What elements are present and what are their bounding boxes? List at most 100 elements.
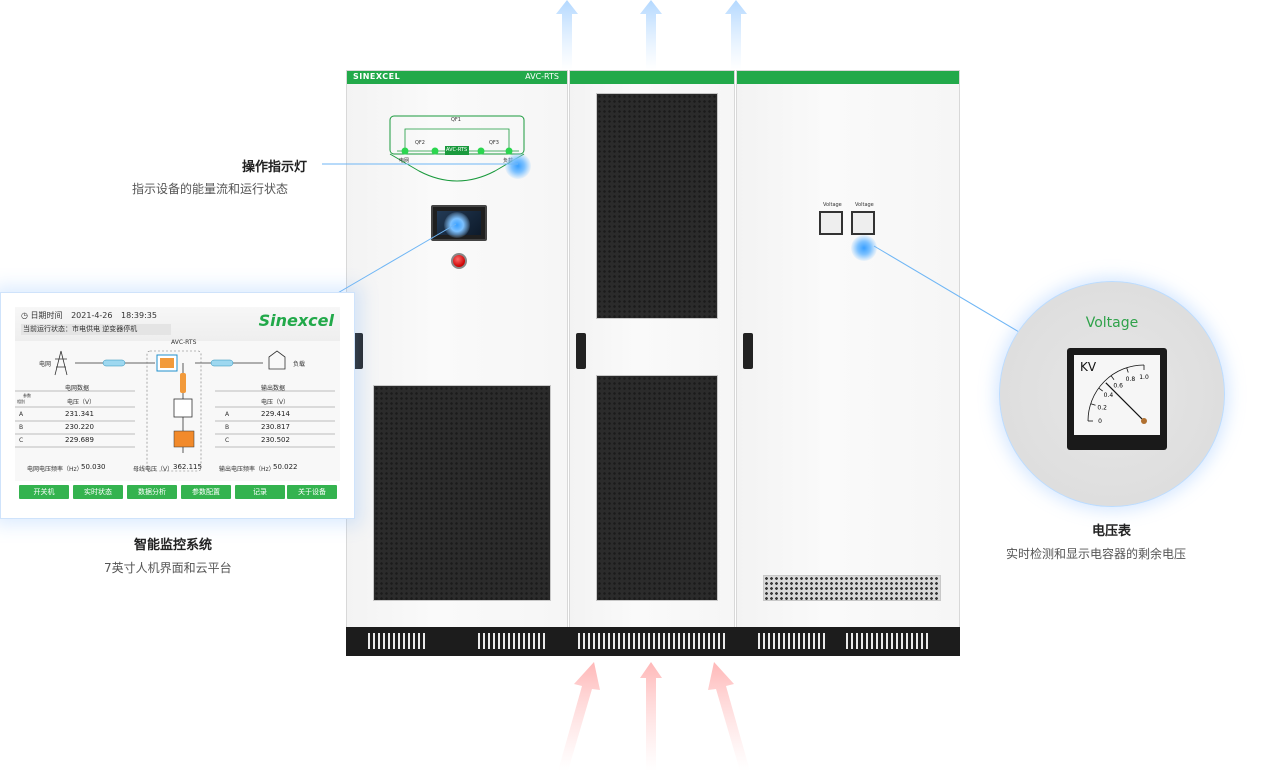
hmi-grid-voltage-header: 电压（V） bbox=[67, 399, 96, 406]
hmi-grid-voltage-b: 230.220 bbox=[65, 423, 94, 431]
mimic-qf3: QF3 bbox=[489, 140, 499, 146]
indicator-light-glow bbox=[505, 153, 531, 179]
hmi-bus-voltage-label: 母线电压（V） bbox=[133, 466, 174, 473]
middle-door-topbar bbox=[570, 71, 734, 84]
mimic-qf2: QF2 bbox=[415, 140, 425, 146]
monitor-callout-title: 智能监控系统 bbox=[134, 538, 213, 553]
hmi-output-voltage-b: 230.817 bbox=[261, 423, 290, 431]
mimic-diagram: QF1 QF2 QF3 AVC-RTS 电网 负载 bbox=[389, 115, 525, 191]
hmi-time: 18:39:35 bbox=[121, 311, 157, 320]
monitor-callout-desc: 7英寸人机界面和云平台 bbox=[104, 561, 232, 575]
hmi-output-voltage-header: 电压（V） bbox=[261, 399, 290, 406]
airflow-out-arrow-3 bbox=[725, 0, 747, 70]
voltmeter-a-label: Voltage bbox=[823, 202, 842, 208]
hmi-center-label: AVC-RTS bbox=[171, 339, 197, 346]
hmi-bus-voltage: 362.115 bbox=[173, 463, 202, 471]
middle-door-handle[interactable] bbox=[576, 333, 586, 369]
mimic-center: AVC-RTS bbox=[446, 147, 468, 153]
hmi-power-button[interactable]: 开关机 bbox=[19, 485, 69, 499]
hmi-button-bar: 开关机 实时状态 数据分析 参数配置 记录 关于设备 bbox=[19, 485, 337, 499]
hmi-phase-label: 相别 bbox=[17, 399, 25, 404]
mimic-diagram-lines bbox=[389, 115, 525, 182]
right-door-grille bbox=[763, 575, 941, 601]
right-door: Voltage Voltage bbox=[736, 70, 960, 628]
right-door-topbar bbox=[737, 71, 959, 84]
dial-tick-label-2: 0.4 bbox=[1104, 392, 1114, 399]
airflow-out-arrow-2 bbox=[640, 0, 662, 70]
touchscreen-glow bbox=[444, 212, 470, 238]
voltmeter-a bbox=[819, 211, 843, 235]
hmi-status-label: 当前运行状态： bbox=[23, 325, 72, 333]
plinth-vent-6 bbox=[758, 633, 828, 649]
right-door-handle[interactable] bbox=[743, 333, 753, 369]
hmi-datetime: ◷ 日期时间 2021-4-26 18:39:35 bbox=[21, 310, 157, 321]
airflow-in-arrow-2 bbox=[640, 662, 662, 771]
dial-tick-2 bbox=[1098, 387, 1103, 392]
hmi-load-label: 负载 bbox=[293, 361, 306, 368]
hmi-realtime-button[interactable]: 实时状态 bbox=[73, 485, 123, 499]
hmi-analysis-button[interactable]: 数据分析 bbox=[127, 485, 177, 499]
hmi-grid-phase-a: A bbox=[19, 411, 24, 418]
voltmeter-b-label: Voltage bbox=[855, 202, 874, 208]
hmi-output-data-title: 输出数据 bbox=[261, 385, 286, 392]
hmi-status-bar: 当前运行状态：市电供电 逆变器停机 bbox=[21, 324, 171, 335]
voltmeter-callout-title: 电压表 bbox=[1092, 524, 1132, 539]
hmi-header: ◷ 日期时间 2021-4-26 18:39:35 当前运行状态：市电供电 逆变… bbox=[15, 307, 340, 341]
airflow-out-arrow-1 bbox=[556, 0, 578, 70]
emergency-stop-button[interactable] bbox=[451, 253, 467, 269]
hmi-records-button[interactable]: 记录 bbox=[235, 485, 285, 499]
left-door-topbar: SINEXCEL AVC-RTS bbox=[347, 71, 567, 84]
dial-tick-label-4: 0.8 bbox=[1126, 376, 1136, 383]
hmi-grid-freq-label: 电网电压频率（Hz） bbox=[27, 466, 83, 473]
plinth-vent-4 bbox=[628, 633, 676, 649]
voltmeter-zoom-unit: KV bbox=[1080, 360, 1097, 374]
cabinet: SINEXCEL AVC-RTS QF1 QF2 QF3 AVC-RTS 电网 … bbox=[346, 70, 960, 656]
hmi-grid-phase-c: C bbox=[19, 437, 24, 444]
voltmeter-glow bbox=[851, 235, 877, 261]
dial-tick-1 bbox=[1090, 403, 1096, 406]
hmi-output-phase-c: C bbox=[225, 437, 230, 444]
voltmeter-zoom-title: Voltage bbox=[1085, 315, 1139, 331]
left-door: SINEXCEL AVC-RTS QF1 QF2 QF3 AVC-RTS 电网 … bbox=[346, 70, 568, 628]
plinth-vent-1 bbox=[368, 633, 428, 649]
mimic-qf1: QF1 bbox=[451, 117, 461, 123]
hmi-output-freq: 50.022 bbox=[273, 463, 298, 471]
hmi-grid-voltage-a: 231.341 bbox=[65, 410, 94, 418]
plinth-vent-5 bbox=[678, 633, 726, 649]
hmi-grid-label: 电网 bbox=[39, 361, 52, 368]
dial-tick-3 bbox=[1110, 375, 1115, 380]
voltmeter-callout-desc: 实时检测和显示电容器的剩余电压 bbox=[1006, 547, 1187, 561]
cabinet-brand: SINEXCEL bbox=[353, 72, 401, 81]
dial-tick-label-5: 1.0 bbox=[1139, 374, 1149, 381]
dial-arc bbox=[1087, 364, 1145, 422]
hmi-screen-zoom: ◷ 日期时间 2021-4-26 18:39:35 当前运行状态：市电供电 逆变… bbox=[0, 292, 355, 519]
hmi-output-phase-a: A bbox=[225, 411, 230, 418]
left-door-grille bbox=[373, 385, 551, 601]
middle-door bbox=[569, 70, 735, 628]
voltmeter-needle bbox=[1105, 382, 1145, 422]
hmi-about-button[interactable]: 关于设备 bbox=[287, 485, 337, 499]
cabinet-model: AVC-RTS bbox=[525, 72, 559, 81]
dial-tick-label-1: 0.2 bbox=[1097, 404, 1107, 411]
hmi-config-button[interactable]: 参数配置 bbox=[181, 485, 231, 499]
airflow-in-arrow-1 bbox=[548, 662, 608, 771]
hmi-body: AVC-RTS 电网 负载 电网数据 输出数据 参数 相别 电压（V） 电压（V… bbox=[15, 339, 340, 481]
plinth-vent-7 bbox=[846, 633, 930, 649]
plinth-vent-2 bbox=[478, 633, 548, 649]
hmi-date: 2021-4-26 bbox=[71, 311, 113, 320]
indicator-callout-desc: 指示设备的能量流和运行状态 bbox=[132, 182, 289, 196]
middle-door-upper-grille bbox=[596, 93, 718, 319]
hmi-output-voltage-c: 230.502 bbox=[261, 436, 290, 444]
hmi-grid-freq: 50.030 bbox=[81, 463, 106, 471]
middle-door-lower-grille bbox=[596, 375, 718, 601]
hmi-grid-data-title: 电网数据 bbox=[65, 385, 90, 392]
voltmeter-b bbox=[851, 211, 875, 235]
hmi-param-label: 参数 bbox=[23, 393, 31, 398]
hmi-logo: Sinexcel bbox=[258, 311, 334, 330]
left-door-handle[interactable] bbox=[353, 333, 363, 369]
plinth-vent-3 bbox=[578, 633, 626, 649]
